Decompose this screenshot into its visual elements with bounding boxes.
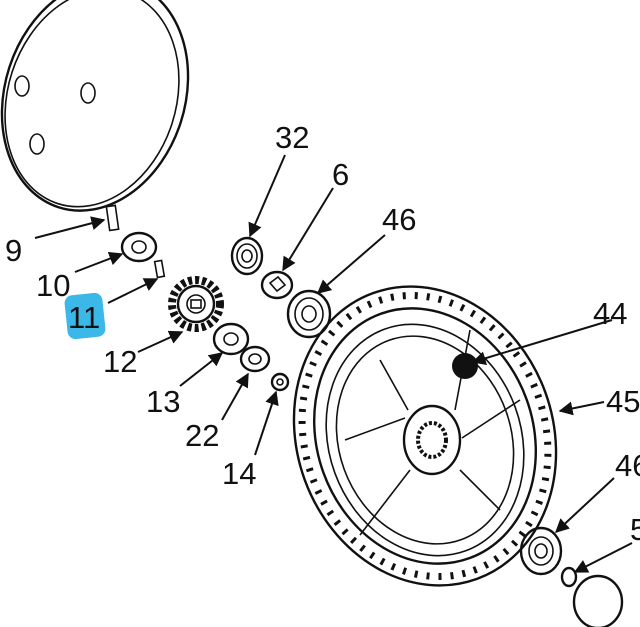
callout-6: 6 [332, 157, 349, 192]
part-44-plug [452, 353, 478, 379]
callout-9: 9 [5, 233, 22, 268]
leader-lines [34, 154, 633, 573]
callout-32: 32 [275, 120, 309, 155]
callout-11: 11 [68, 300, 100, 335]
callout-14: 14 [222, 456, 256, 491]
part-6-spacer [260, 270, 294, 300]
callout-5: 5 [630, 512, 640, 547]
callout-44: 44 [593, 296, 627, 331]
part-22-washer [239, 345, 271, 373]
part-12-gear [168, 276, 224, 332]
part-5-nut [560, 566, 578, 588]
part-46-bearing-upper [286, 289, 332, 339]
part-13-washer [212, 322, 250, 356]
callout-12: 12 [103, 344, 137, 379]
callout-46-upper: 46 [382, 202, 416, 237]
callout-45: 45 [606, 384, 640, 419]
callout-13: 13 [146, 384, 180, 419]
part-45-wheel [292, 285, 558, 587]
callout-11-highlight [64, 292, 106, 340]
part-9-pin [105, 204, 120, 232]
part-32-bearing [230, 236, 264, 276]
hub-cap [572, 574, 624, 627]
callout-22: 22 [185, 418, 219, 453]
part-46-bearing-lower [519, 526, 563, 576]
wheel-cover-disc [0, 0, 190, 212]
callout-10: 10 [36, 268, 70, 303]
part-14-clip [270, 372, 290, 392]
callout-46-lower: 46 [615, 448, 640, 483]
part-11-key [153, 259, 166, 279]
part-10-nut [120, 231, 158, 263]
